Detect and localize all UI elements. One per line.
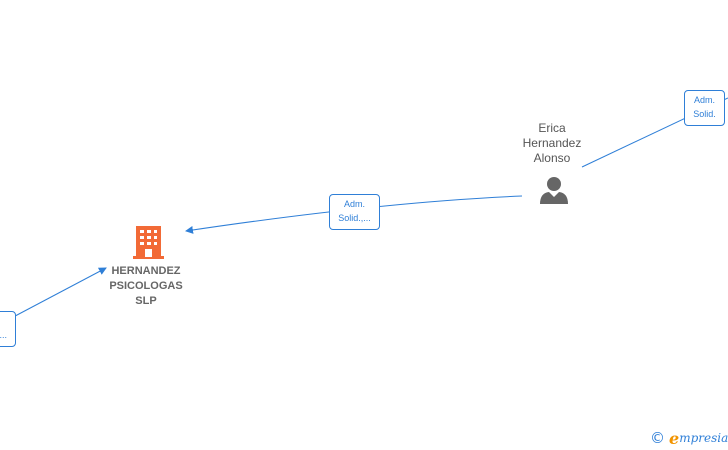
company-name-line: PSICOLOGAS: [109, 280, 183, 292]
edge-label-offscreen-to-company[interactable]: ....: [0, 311, 16, 347]
person-icon[interactable]: [540, 177, 568, 204]
edge-line-offscreen-to-company: [0, 267, 107, 325]
edge-label-line: Solid.,...: [338, 213, 371, 223]
edge-label-offscreen-to-person[interactable]: Adm. Solid.: [684, 90, 725, 126]
brand-name: mpresia: [679, 431, 728, 445]
company-name[interactable]: HERNANDEZ PSICOLOGAS SLP: [96, 264, 196, 309]
company-name-line: HERNANDEZ: [111, 265, 181, 277]
edge-label-line: Solid.: [693, 109, 716, 119]
brand-initial: e: [669, 428, 680, 448]
company-name-line: SLP: [135, 295, 157, 307]
building-icon[interactable]: [133, 226, 164, 259]
person-name-line: Hernandez: [522, 136, 582, 150]
edge-label-line: ....: [0, 330, 7, 340]
edge-label-person-to-company[interactable]: Adm. Solid.,...: [329, 194, 380, 230]
edge-label-line: Adm.: [343, 199, 365, 209]
person-name-line: Erica: [538, 121, 566, 135]
copyright-symbol: ©: [650, 429, 665, 447]
edge-label-line: Adm.: [693, 95, 715, 105]
brand-logo[interactable]: © e mpresia: [650, 428, 728, 448]
person-name-line: Alonso: [533, 151, 571, 165]
person-name[interactable]: Erica Hernandez Alonso: [506, 121, 598, 166]
edge-label-spacer: [0, 314, 15, 328]
